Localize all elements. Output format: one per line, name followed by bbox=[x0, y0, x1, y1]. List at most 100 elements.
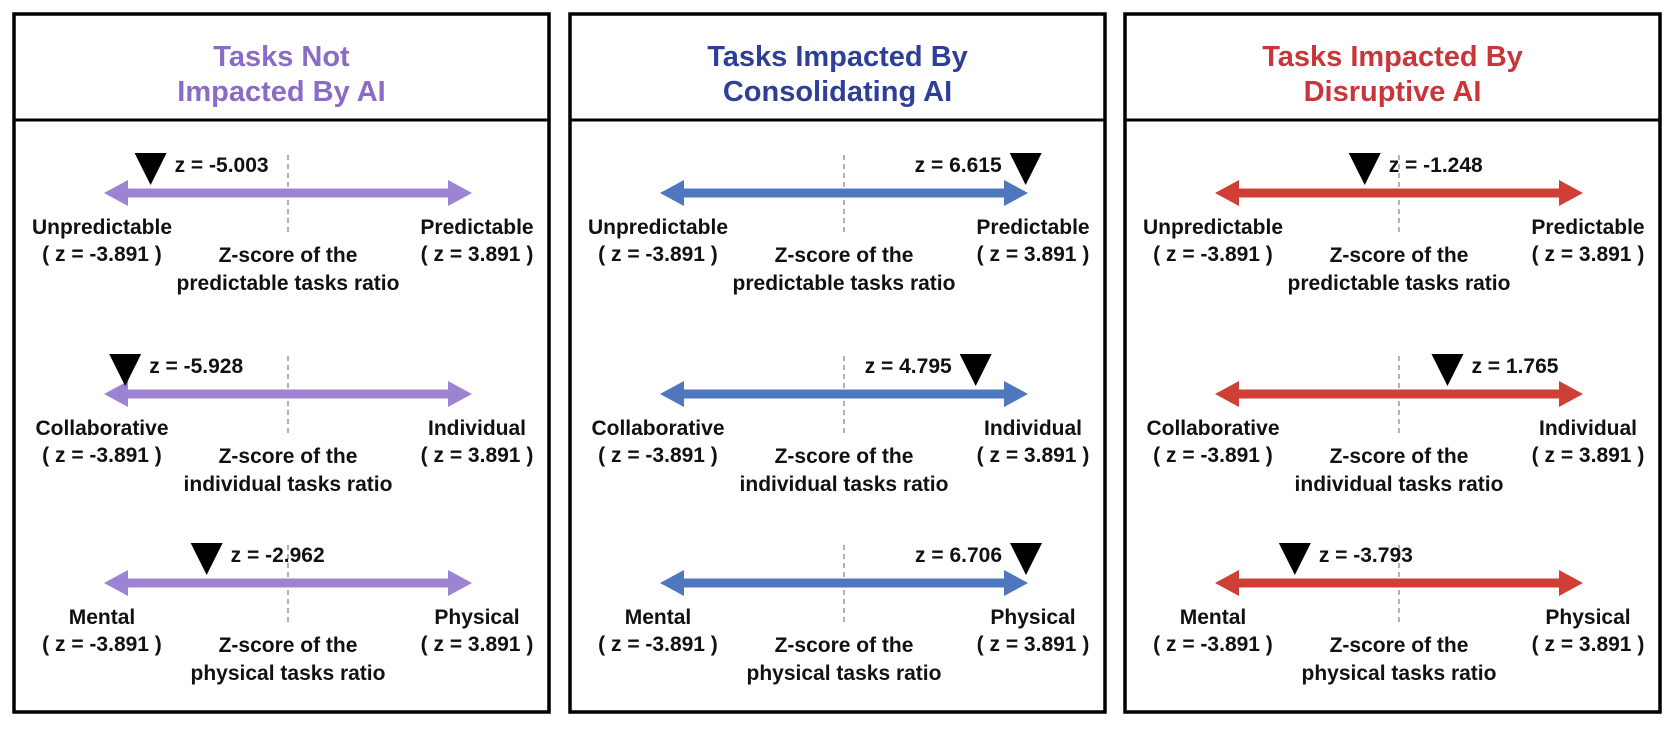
axis-caption-line: physical tasks ratio bbox=[747, 662, 942, 685]
axis-caption-line: Z-score of the bbox=[775, 244, 914, 267]
axis-caption-line: Z-score of the bbox=[1330, 634, 1469, 657]
marker-value-label: z = 6.615 bbox=[915, 154, 1002, 177]
arrow-head-left bbox=[1215, 570, 1239, 596]
right-end-label: Individual bbox=[1539, 417, 1637, 440]
arrow-head-left bbox=[1215, 381, 1239, 407]
marker-triangle bbox=[109, 354, 142, 386]
left-end-z: ( z = -3.891 ) bbox=[42, 633, 162, 656]
axis-caption-line: predictable tasks ratio bbox=[177, 272, 400, 295]
marker-triangle bbox=[1010, 543, 1042, 575]
right-end-z: ( z = 3.891 ) bbox=[1532, 444, 1645, 467]
left-end-label: Mental bbox=[625, 606, 692, 629]
right-end-z: ( z = 3.891 ) bbox=[977, 243, 1090, 266]
panel-title-line: Tasks Impacted By bbox=[1262, 41, 1523, 73]
arrow-head-left bbox=[104, 381, 128, 407]
marker-triangle bbox=[959, 354, 992, 386]
arrow-head-left bbox=[660, 180, 684, 206]
left-end-z: ( z = -3.891 ) bbox=[598, 243, 718, 266]
arrow-head-right bbox=[1559, 180, 1583, 206]
axis-caption-line: physical tasks ratio bbox=[1302, 662, 1497, 685]
right-end-label: Physical bbox=[990, 606, 1075, 629]
right-end-z: ( z = 3.891 ) bbox=[421, 444, 534, 467]
panel-title-line: Tasks Impacted By bbox=[707, 41, 968, 73]
left-end-z: ( z = -3.891 ) bbox=[42, 243, 162, 266]
axis-caption-line: individual tasks ratio bbox=[184, 473, 393, 496]
right-end-label: Individual bbox=[428, 417, 526, 440]
marker-triangle bbox=[1009, 153, 1042, 185]
arrow-head-left bbox=[660, 570, 684, 596]
axis-caption-line: Z-score of the bbox=[775, 445, 914, 468]
panel-title-line: Disruptive AI bbox=[1304, 76, 1482, 108]
left-end-label: Unpredictable bbox=[588, 216, 728, 239]
arrow-head-right bbox=[448, 180, 472, 206]
axis-caption-line: physical tasks ratio bbox=[191, 662, 386, 685]
marker-value-label: z = 1.765 bbox=[1471, 355, 1558, 378]
left-end-z: ( z = -3.891 ) bbox=[42, 444, 162, 467]
right-end-label: Predictable bbox=[420, 216, 533, 239]
right-end-label: Individual bbox=[984, 417, 1082, 440]
marker-triangle bbox=[190, 543, 223, 575]
marker-value-label: z = -5.928 bbox=[149, 355, 243, 378]
axis-caption-line: Z-score of the bbox=[1330, 244, 1469, 267]
panel-title-line: Tasks Not bbox=[213, 41, 350, 73]
marker-value-label: z = 4.795 bbox=[865, 355, 952, 378]
left-end-label: Mental bbox=[1180, 606, 1247, 629]
arrow-head-right bbox=[1559, 381, 1583, 407]
arrow-head-right bbox=[1004, 180, 1028, 206]
right-end-z: ( z = 3.891 ) bbox=[421, 633, 534, 656]
marker-value-label: z = -5.003 bbox=[175, 154, 269, 177]
marker-triangle bbox=[134, 153, 167, 185]
marker-value-label: z = -2.962 bbox=[231, 544, 325, 567]
right-end-label: Physical bbox=[434, 606, 519, 629]
marker-triangle bbox=[1431, 354, 1464, 386]
arrow-head-right bbox=[448, 570, 472, 596]
left-end-label: Unpredictable bbox=[1143, 216, 1283, 239]
axis-caption-line: Z-score of the bbox=[775, 634, 914, 657]
left-end-label: Collaborative bbox=[35, 417, 168, 440]
arrow-head-left bbox=[104, 570, 128, 596]
right-end-z: ( z = 3.891 ) bbox=[977, 633, 1090, 656]
arrow-head-right bbox=[1004, 381, 1028, 407]
right-end-z: ( z = 3.891 ) bbox=[421, 243, 534, 266]
arrow-head-left bbox=[1215, 180, 1239, 206]
panel-title-line: Consolidating AI bbox=[723, 76, 952, 108]
left-end-label: Collaborative bbox=[1146, 417, 1279, 440]
right-end-z: ( z = 3.891 ) bbox=[977, 444, 1090, 467]
marker-value-label: z = 6.706 bbox=[915, 544, 1002, 567]
left-end-label: Collaborative bbox=[591, 417, 724, 440]
right-end-z: ( z = 3.891 ) bbox=[1532, 633, 1645, 656]
panel-frame bbox=[1123, 12, 1662, 714]
marker-triangle bbox=[1348, 153, 1381, 185]
right-end-z: ( z = 3.891 ) bbox=[1532, 243, 1645, 266]
axis-caption-line: predictable tasks ratio bbox=[733, 272, 956, 295]
left-end-z: ( z = -3.891 ) bbox=[598, 444, 718, 467]
right-end-label: Predictable bbox=[1531, 216, 1644, 239]
marker-value-label: z = -3.793 bbox=[1319, 544, 1413, 567]
arrow-head-left bbox=[660, 381, 684, 407]
right-end-label: Predictable bbox=[976, 216, 1089, 239]
arrow-head-right bbox=[448, 381, 472, 407]
left-end-z: ( z = -3.891 ) bbox=[1153, 243, 1273, 266]
axis-caption-line: individual tasks ratio bbox=[740, 473, 949, 496]
left-end-z: ( z = -3.891 ) bbox=[598, 633, 718, 656]
arrow-head-right bbox=[1559, 570, 1583, 596]
arrow-head-left bbox=[104, 180, 128, 206]
axis-caption-line: individual tasks ratio bbox=[1295, 473, 1504, 496]
marker-triangle bbox=[1278, 543, 1311, 575]
panel-frame bbox=[568, 12, 1107, 714]
left-end-z: ( z = -3.891 ) bbox=[1153, 633, 1273, 656]
panel-title-line: Impacted By AI bbox=[177, 76, 385, 108]
panel-frame bbox=[12, 12, 551, 714]
arrow-head-right bbox=[1004, 570, 1028, 596]
